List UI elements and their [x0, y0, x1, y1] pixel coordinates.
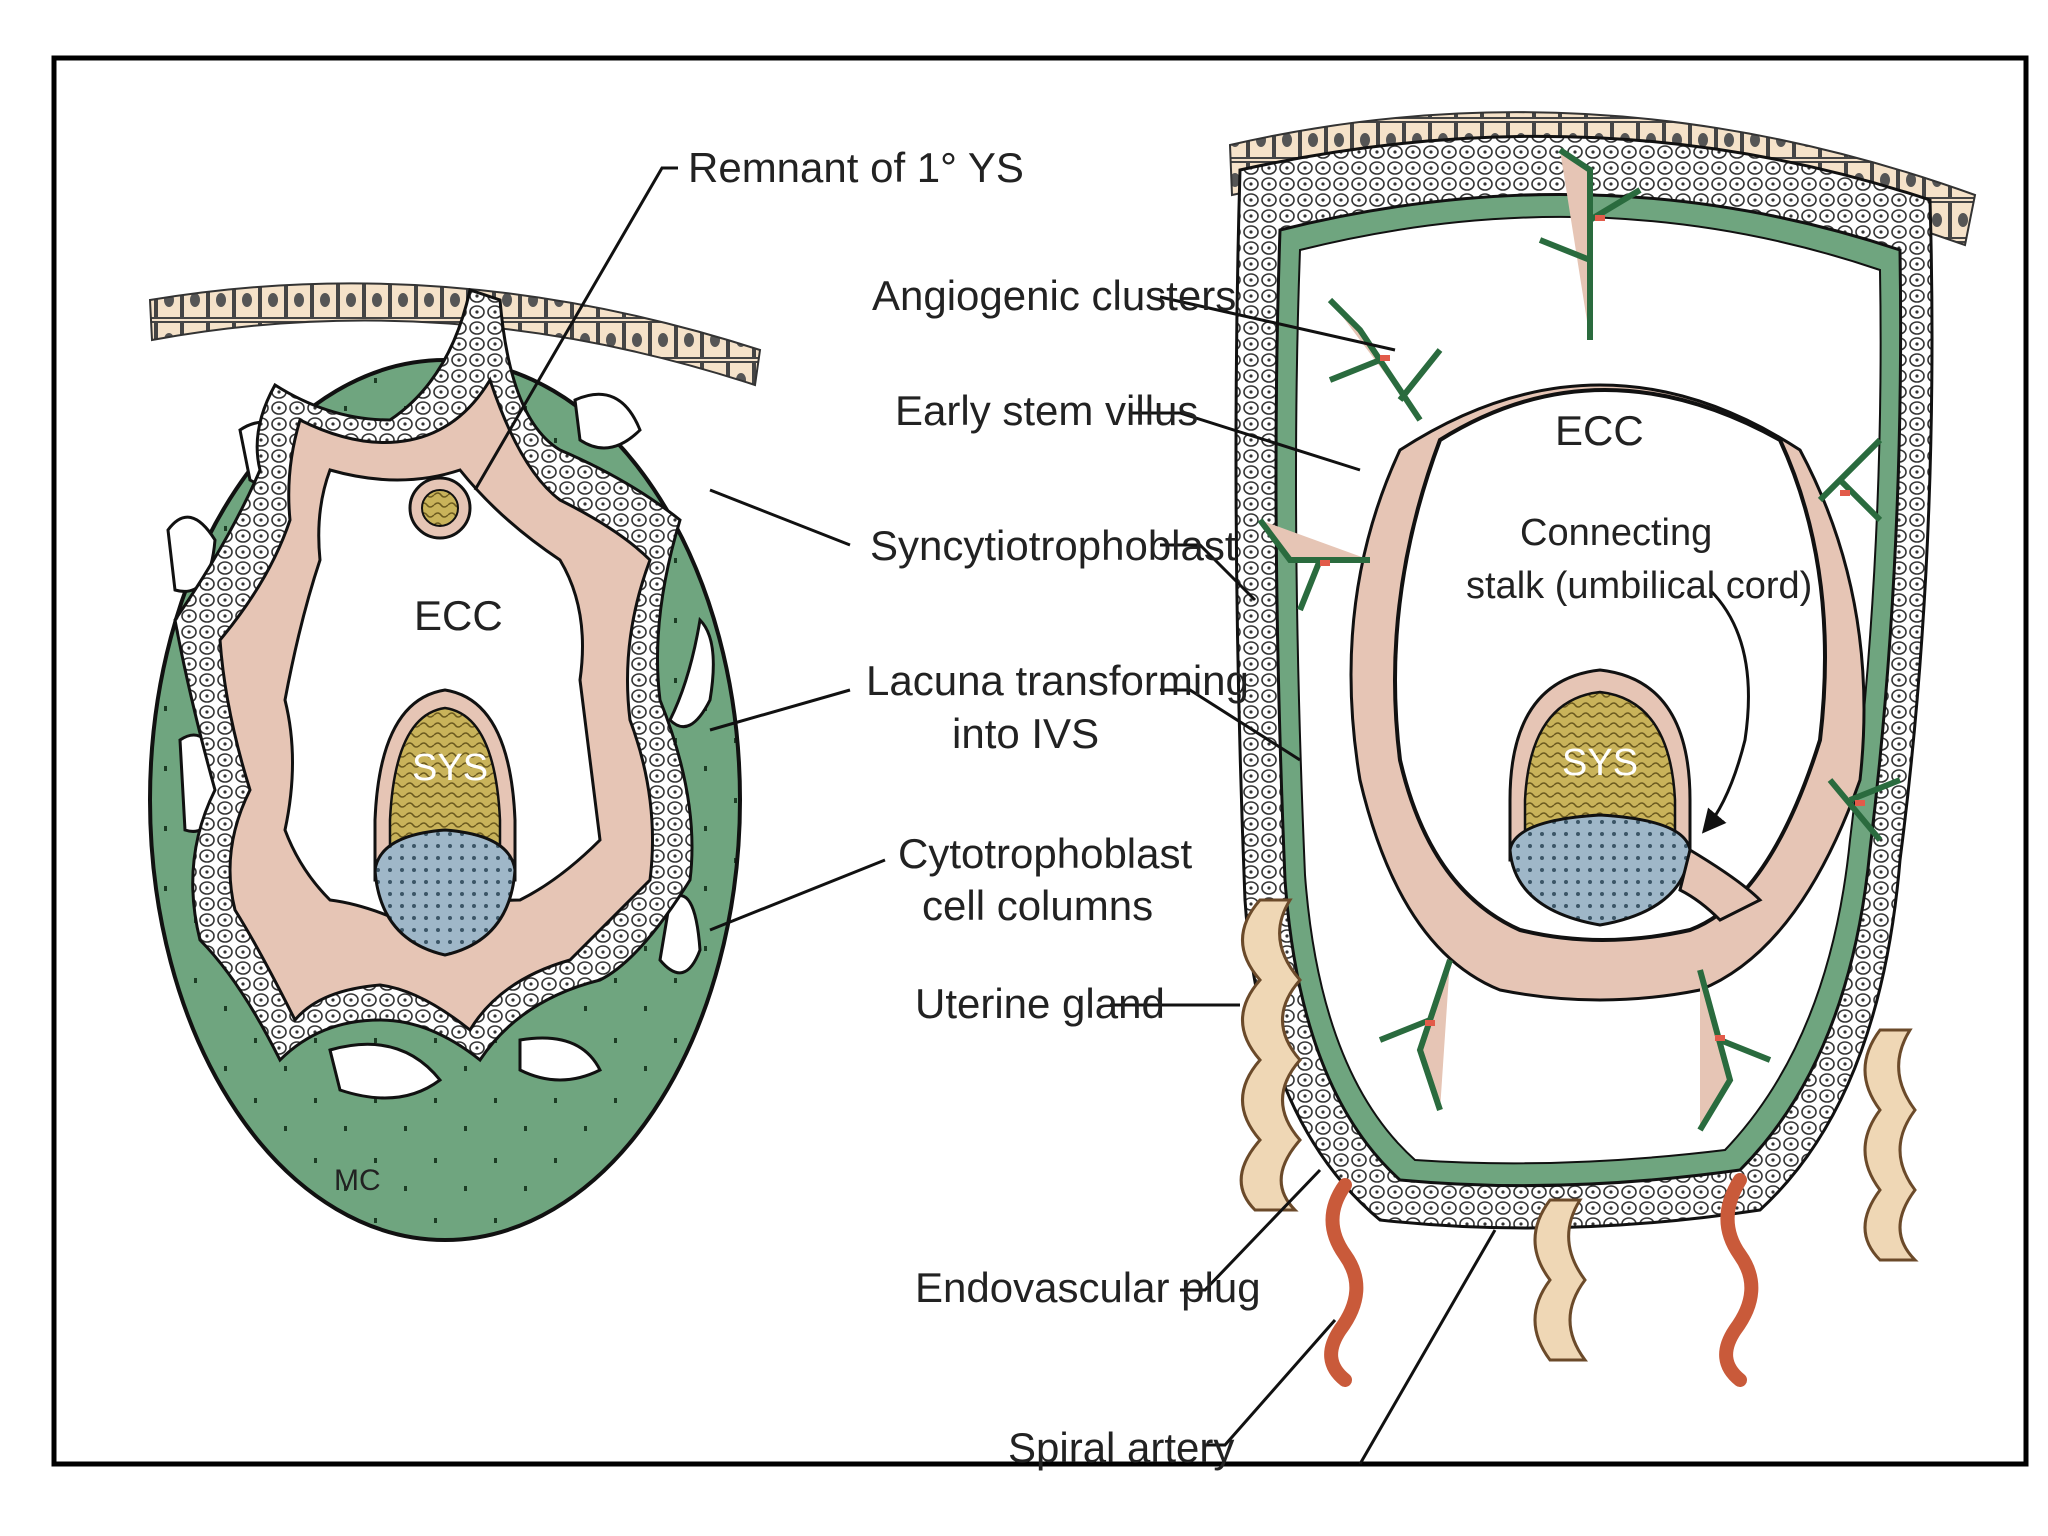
right-embryo [1228, 111, 1977, 1387]
right-villi [1257, 147, 1902, 1132]
uterine-glands [1239, 898, 1919, 1362]
left-embryo [148, 282, 762, 1242]
label-angiogenic-clusters: Angiogenic clusters [872, 272, 1236, 319]
label-connecting-line2: stalk (umbilical cord) [1466, 565, 1812, 607]
label-uterine-gland: Uterine gland [915, 980, 1165, 1027]
label-mc: MC [334, 1164, 381, 1197]
label-ecc-left: ECC [414, 592, 503, 639]
spiral-arteries [1324, 1173, 1759, 1387]
label-spiral-artery: Spiral artery [1008, 1424, 1234, 1471]
label-early-stem-villus: Early stem villus [895, 387, 1198, 434]
label-cyto-line2: cell columns [922, 882, 1153, 929]
connecting-stalk-arrow [1701, 588, 1750, 834]
label-remnant-ys: Remnant of 1° YS [688, 144, 1024, 191]
label-cyto-line1: Cytotrophoblast [898, 830, 1192, 877]
label-connecting-line1: Connecting [1520, 512, 1712, 554]
label-sys-left: SYS [412, 747, 488, 789]
connecting-stalk [1678, 847, 1763, 922]
label-sys-right: SYS [1562, 742, 1638, 784]
leader-lines [473, 166, 1497, 1465]
label-lacuna-line1: Lacuna transforming [866, 657, 1249, 704]
label-ecc-right: ECC [1555, 407, 1644, 454]
label-endovascular-plug: Endovascular plug [915, 1264, 1261, 1311]
left-uterine-epithelium [148, 282, 762, 387]
label-lacuna-line2: into IVS [952, 710, 1099, 757]
label-syncytiotrophoblast: Syncytiotrophoblast [870, 522, 1237, 569]
right-ecc-cavity [1393, 388, 1827, 942]
left-embryo-disc [373, 828, 517, 957]
